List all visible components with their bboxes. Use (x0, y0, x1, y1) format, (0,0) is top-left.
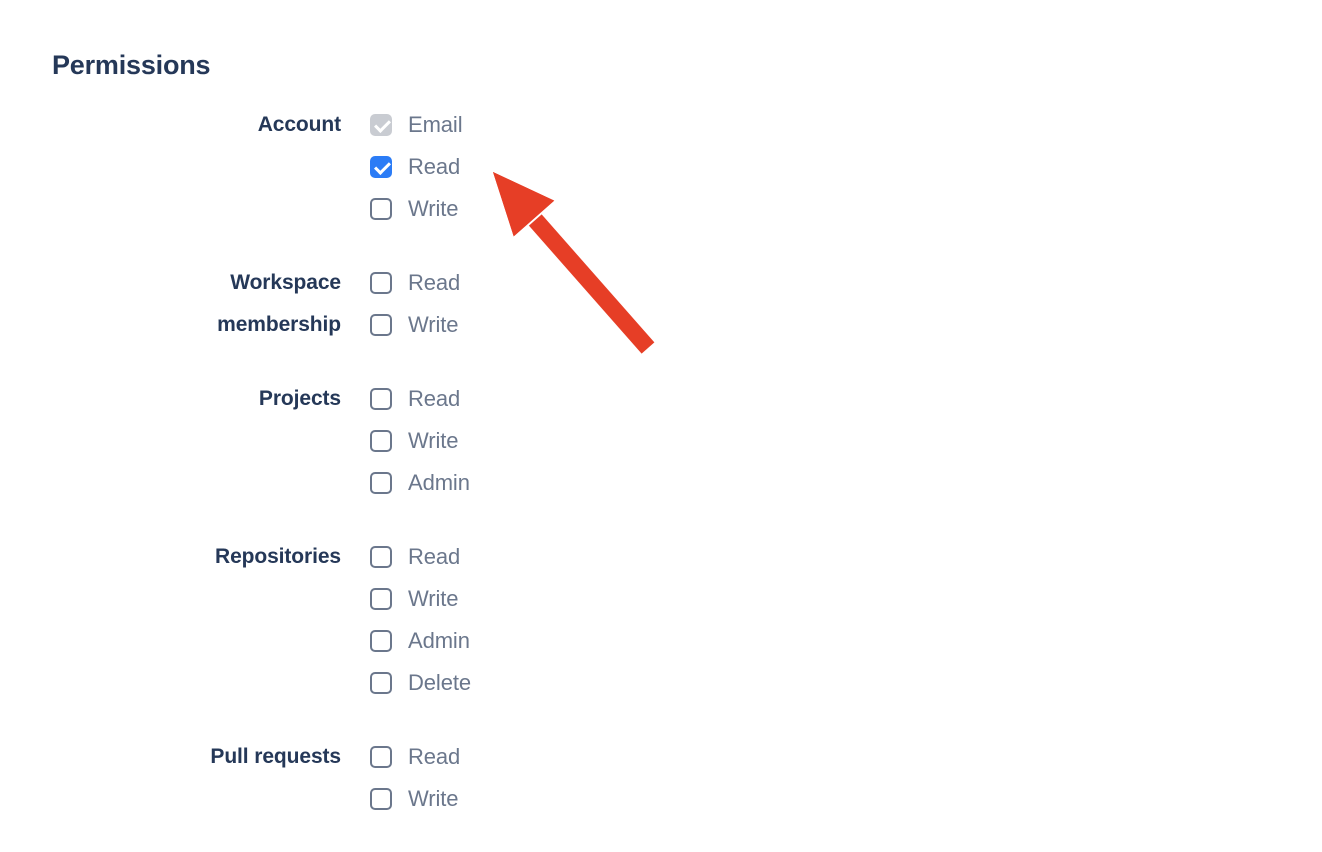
permission-group-snippets: SnippetsReadWrite (570, 294, 1230, 378)
permission-option-label: Read (408, 544, 461, 569)
permission-group-label: Account (257, 113, 341, 136)
permission-option-projects-write[interactable]: Write (370, 420, 660, 462)
permission-option-label: Read (408, 744, 461, 769)
permission-option-pull-requests-read[interactable]: Read (370, 736, 660, 778)
permission-group-label: Webhooks (570, 410, 1322, 452)
checkbox-pull-requests-write[interactable] (370, 788, 392, 810)
checkbox-pull-requests-read[interactable] (370, 746, 392, 768)
permission-option-label: Read (408, 154, 461, 179)
permission-group-label: Snippets (570, 294, 1322, 336)
permission-option-label: Write (408, 786, 459, 811)
permission-option-label: Admin (408, 470, 470, 495)
permission-option-projects-read[interactable]: Read (370, 378, 660, 420)
permission-group-label: Pipelines (570, 484, 1322, 526)
checkmark-icon (374, 116, 391, 133)
checkbox-repositories-delete[interactable] (370, 672, 392, 694)
checkbox-account-email (370, 114, 392, 136)
permission-option-repositories-delete[interactable]: Delete (370, 662, 660, 704)
permission-option-workspace-membership-read[interactable]: Read (370, 262, 660, 304)
permission-option-repositories-admin[interactable]: Admin (370, 620, 660, 662)
permission-option-label: Write (408, 428, 459, 453)
permission-option-account-read[interactable]: Read (370, 146, 660, 188)
permission-option-label: Write (408, 312, 459, 337)
permission-group-label: Projects (258, 387, 341, 410)
permission-option-account-write[interactable]: Write (370, 188, 660, 230)
checkbox-projects-read[interactable] (370, 388, 392, 410)
checkbox-account-read[interactable] (370, 156, 392, 178)
permission-group-label: Runners (570, 642, 1322, 684)
permission-group-runners: RunnersReadWrite (570, 642, 1230, 726)
checkbox-projects-write[interactable] (370, 430, 392, 452)
checkbox-repositories-admin[interactable] (370, 630, 392, 652)
checkbox-repositories-write[interactable] (370, 588, 392, 610)
permission-option-projects-admin[interactable]: Admin (370, 462, 660, 504)
checkbox-account-write[interactable] (370, 198, 392, 220)
page-title: Permissions (52, 50, 211, 80)
checkbox-workspace-membership-read[interactable] (370, 272, 392, 294)
permission-group-label: Repositories (215, 545, 341, 568)
permission-group-pipelines: PipelinesReadWriteEdit variables (570, 484, 1230, 610)
permission-option-label: Email (408, 112, 463, 137)
permission-option-label: Read (408, 386, 461, 411)
permission-option-label: Write (408, 586, 459, 611)
permission-option-account-email[interactable]: Email (370, 104, 660, 146)
permissions-column-right: IssuesReadWriteWikisRead and writeSnippe… (570, 104, 1230, 758)
permission-group-label: Wikis (570, 220, 1322, 262)
permission-option-label: Read (408, 270, 461, 295)
permission-option-repositories-read[interactable]: Read (370, 536, 660, 578)
permission-option-workspace-membership-write[interactable]: Write (370, 304, 660, 346)
permission-group-label: Pull requests (210, 745, 341, 768)
permission-option-label: Admin (408, 628, 470, 653)
permission-option-label: Delete (408, 670, 471, 695)
permission-group-label: Issues (570, 104, 1322, 146)
permission-group-label: Workspace membership (217, 271, 341, 336)
checkbox-projects-admin[interactable] (370, 472, 392, 494)
permission-option-label: Write (408, 196, 459, 221)
permission-option-pull-requests-write[interactable]: Write (370, 778, 660, 820)
permission-option-repositories-write[interactable]: Write (370, 578, 660, 620)
permission-group-webhooks: WebhooksRead and write (570, 410, 1230, 452)
permission-group-wikis: WikisRead and write (570, 220, 1230, 262)
checkbox-workspace-membership-write[interactable] (370, 314, 392, 336)
checkmark-icon (374, 158, 391, 175)
permission-group-issues: IssuesReadWrite (570, 104, 1230, 188)
checkbox-repositories-read[interactable] (370, 546, 392, 568)
